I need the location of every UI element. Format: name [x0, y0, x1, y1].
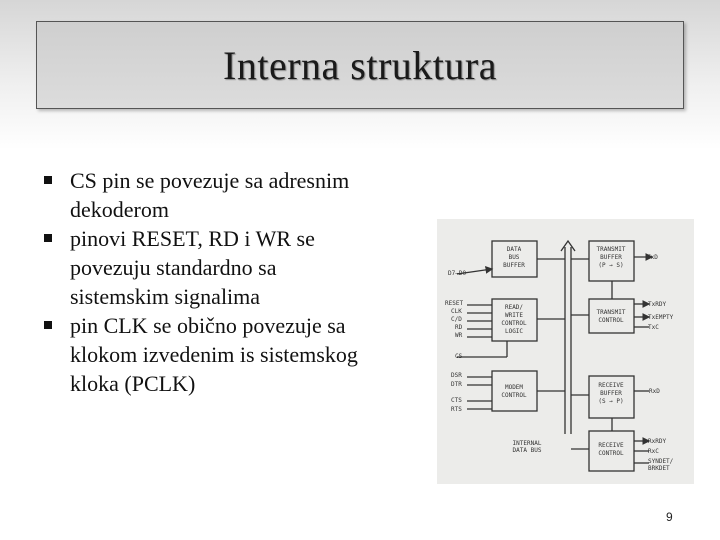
- block-label: BUFFER: [600, 254, 622, 261]
- pin-label: RxD: [649, 388, 660, 395]
- pin-label: RD: [455, 324, 463, 331]
- block-label: (S → P): [598, 398, 623, 405]
- block-label: BUFFER: [600, 390, 622, 397]
- internal-bus-label: DATA BUS: [513, 447, 542, 454]
- pin-label: DTR: [451, 381, 462, 388]
- page-number: 9: [666, 510, 673, 524]
- pin-label: TxD: [647, 254, 658, 261]
- internal-bus-label: INTERNAL: [513, 440, 542, 447]
- title-box: Interna struktura: [36, 21, 684, 109]
- block-label: TRANSMIT: [597, 246, 626, 253]
- pin-label: RxC: [648, 448, 659, 455]
- pin-label: RxRDY: [648, 438, 666, 445]
- block-label: BUS: [509, 254, 520, 261]
- bullet-text: pinovi RESET, RD i WR se povezuju standa…: [70, 226, 315, 309]
- bullet-text: CS pin se povezuje sa adresnim dekoderom: [70, 168, 350, 222]
- pin-label: DSR: [451, 372, 462, 379]
- pin-label: SYNDET/: [648, 458, 674, 465]
- block-label: LOGIC: [505, 328, 523, 335]
- block-label: CONTROL: [598, 317, 624, 324]
- block-label: READ/: [505, 304, 523, 311]
- block-label: WRITE: [505, 312, 523, 319]
- pin-label: TxEMPTY: [648, 314, 674, 321]
- pin-label: D7–D0: [448, 270, 466, 277]
- block-label: CONTROL: [501, 320, 527, 327]
- block-diagram-image: DATA BUS BUFFER READ/ WRITE CONTROL LOGI…: [437, 219, 694, 484]
- pin-label: CS: [455, 353, 463, 360]
- block-label: TRANSMIT: [597, 309, 626, 316]
- pin-label: RTS: [451, 406, 462, 413]
- slide-title: Interna struktura: [223, 42, 497, 88]
- pin-label: CLK: [451, 308, 462, 315]
- transmit-control-block: [588, 298, 635, 334]
- pin-label: C/D: [451, 316, 462, 323]
- block-label: BUFFER: [503, 262, 525, 269]
- block-label: CONTROL: [598, 450, 624, 457]
- pin-label: WR: [455, 332, 463, 339]
- bullet-list: CS pin se povezuje sa adresnim dekoderom…: [44, 166, 364, 398]
- bus-arrow-icon: [560, 239, 576, 252]
- square-bullet-icon: [44, 321, 52, 329]
- pin-label: TxRDY: [648, 301, 666, 308]
- block-diagram-svg: DATA BUS BUFFER READ/ WRITE CONTROL LOGI…: [445, 239, 674, 472]
- bullet-item: CS pin se povezuje sa adresnim dekoderom: [44, 166, 364, 224]
- block-label: RECEIVE: [598, 382, 624, 389]
- pin-label: TxC: [648, 324, 659, 331]
- block-label: RECEIVE: [598, 442, 624, 449]
- bullet-text: pin CLK se obično povezuje sa klokom izv…: [70, 313, 358, 396]
- block-label: MODEM: [505, 384, 523, 391]
- bullet-item: pinovi RESET, RD i WR se povezuju standa…: [44, 224, 364, 311]
- block-label: CONTROL: [501, 392, 527, 399]
- pin-label: BRKDET: [648, 465, 670, 472]
- pin-label: RESET: [445, 300, 463, 307]
- rw-control-block: [491, 298, 538, 342]
- square-bullet-icon: [44, 176, 52, 184]
- block-label: DATA: [507, 246, 522, 253]
- block-label: (P → S): [598, 262, 623, 269]
- modem-control-block: [491, 370, 538, 412]
- bullet-item: pin CLK se obično povezuje sa klokom izv…: [44, 311, 364, 398]
- pin-label: CTS: [451, 397, 462, 404]
- square-bullet-icon: [44, 234, 52, 242]
